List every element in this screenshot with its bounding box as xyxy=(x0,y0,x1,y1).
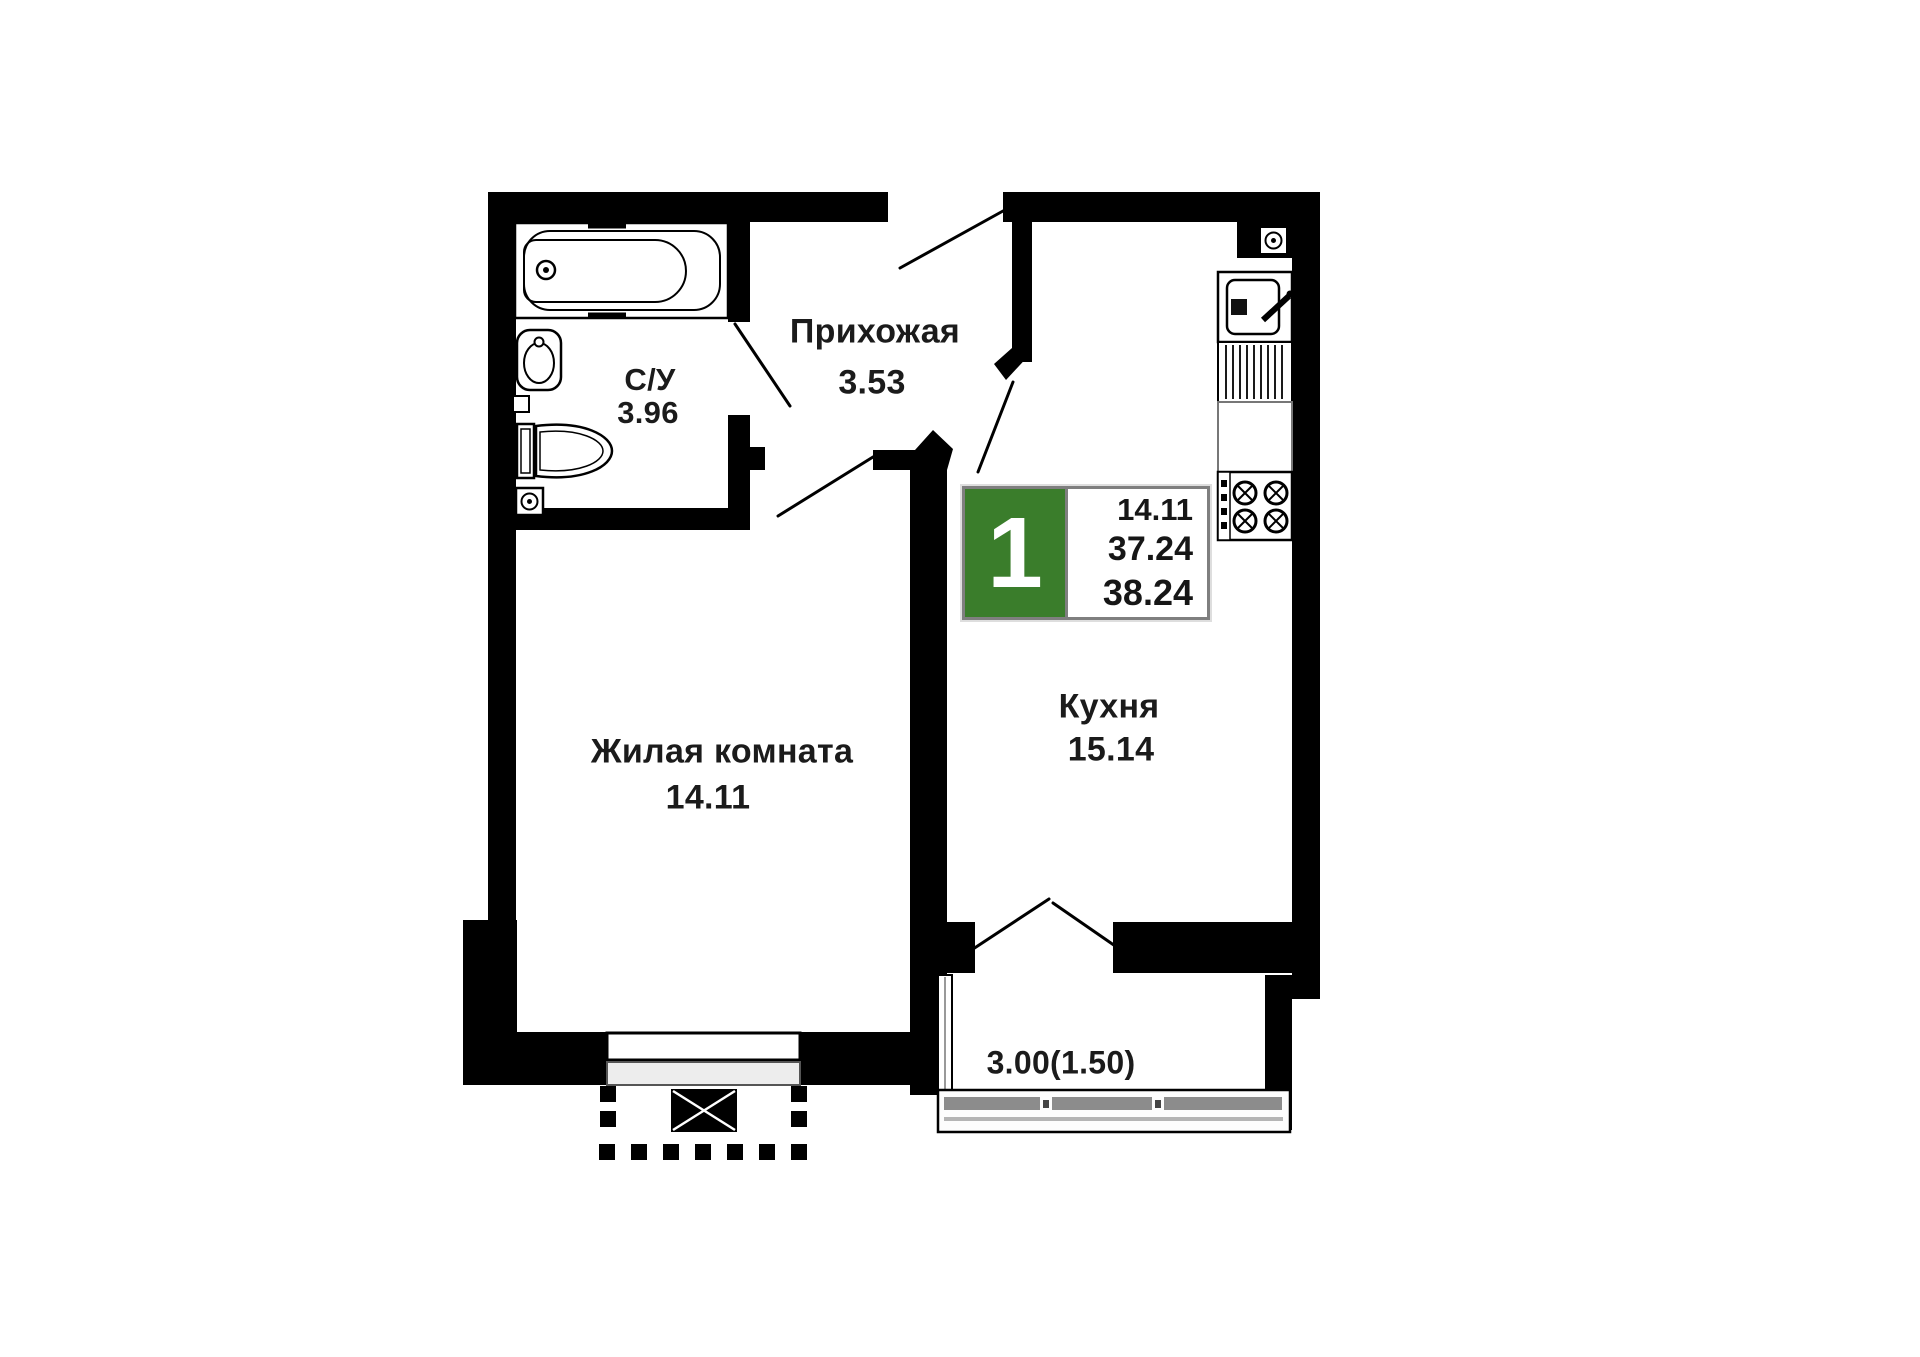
kitchen-area: 15.14 xyxy=(1067,730,1155,769)
wall-living-bottom-left xyxy=(463,1032,608,1085)
door-swings xyxy=(733,209,1123,953)
room-count: 1 xyxy=(987,497,1043,609)
kitchen-counter xyxy=(1217,401,1293,473)
living-room-label: Жилая комната xyxy=(590,732,854,771)
dish-drainer-icon xyxy=(1217,341,1293,403)
wall-top-left xyxy=(488,192,888,222)
wall-kitchen-stub-bevel xyxy=(994,348,1032,380)
living-room-door-swing xyxy=(776,455,875,518)
hallway-area: 3.53 xyxy=(838,363,906,402)
badge-area-living: 37.24 xyxy=(1107,530,1193,569)
kitchen-sink-icon xyxy=(1216,270,1294,344)
small-fixture-marker xyxy=(512,395,530,413)
bathroom-label: С/У xyxy=(624,362,676,397)
wall-bathroom-right-upper xyxy=(728,222,750,322)
entrance-door-swing xyxy=(898,209,1005,270)
balcony-area: 3.00(1.50) xyxy=(986,1044,1136,1081)
bathroom-door-swing xyxy=(733,322,792,408)
bathtub-icon xyxy=(513,221,730,320)
balcony-door-swing-right xyxy=(1051,901,1123,952)
wall-kitchen-stub xyxy=(1012,222,1032,362)
balcony-door-swing-left xyxy=(968,897,1051,953)
unit-info-badge: 1 14.11 37.24 38.24 xyxy=(962,486,1210,620)
wall-bathroom-bottom xyxy=(516,508,750,530)
wall-bathroom-right-lower xyxy=(728,415,750,513)
bathroom-area: 3.96 xyxy=(617,395,679,430)
door-jamb-stub xyxy=(750,447,765,470)
balcony-glazing xyxy=(936,974,1292,1134)
living-room-window xyxy=(605,1031,802,1086)
toilet-icon xyxy=(515,422,614,480)
room-count-badge: 1 xyxy=(965,489,1068,617)
living-room-area: 14.11 xyxy=(665,778,751,817)
wall-living-bottom-right xyxy=(800,1032,912,1085)
hallway-label: Прихожая xyxy=(789,312,961,351)
parapet-dashed-line xyxy=(599,1086,807,1160)
stove-icon xyxy=(1216,470,1294,542)
badge-areas: 14.11 37.24 38.24 xyxy=(1068,489,1207,617)
wall-kitchen-bottom-right xyxy=(1113,922,1292,973)
kitchen-label: Кухня xyxy=(1058,687,1160,726)
wall-right xyxy=(1292,192,1320,999)
ac-unit-marker xyxy=(671,1089,737,1132)
vent-grille-icon xyxy=(1237,222,1292,258)
badge-area-room: 14.11 xyxy=(1117,492,1193,528)
badge-area-total: 38.24 xyxy=(1102,571,1193,613)
wall-top-right xyxy=(1003,192,1320,222)
wall-kitchen-bottom-left xyxy=(947,922,975,973)
kitchen-door-swing xyxy=(976,380,1015,474)
vent-grille-icon xyxy=(514,486,545,517)
bathroom-sink-icon xyxy=(515,328,563,392)
